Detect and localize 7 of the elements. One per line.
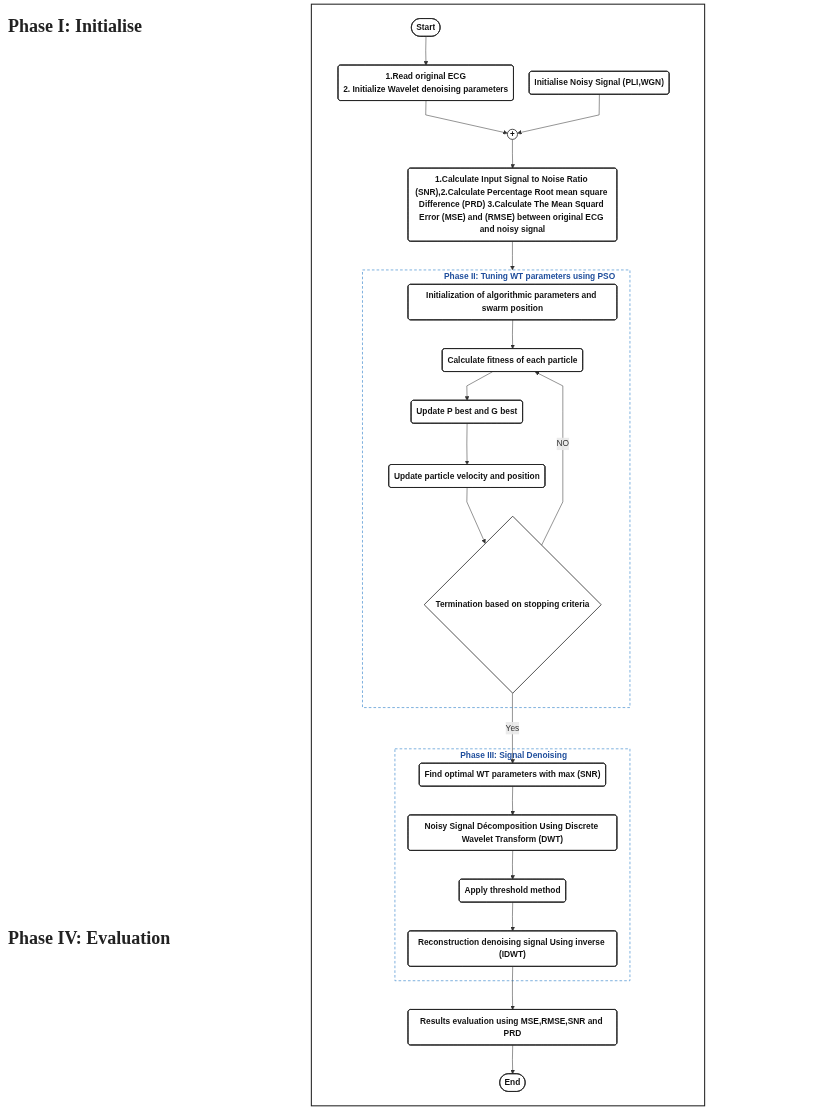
cluster <box>310 3 706 1107</box>
node-circle: + <box>507 128 518 140</box>
phase-heading: Phase IV: Evaluation <box>8 928 171 949</box>
edge-label: NO <box>556 439 570 449</box>
node-diamond: Termination based on stopping criteria <box>423 515 602 694</box>
edge-label: Yes <box>505 723 520 733</box>
phase-heading: Phase I: Initialise <box>8 16 142 37</box>
